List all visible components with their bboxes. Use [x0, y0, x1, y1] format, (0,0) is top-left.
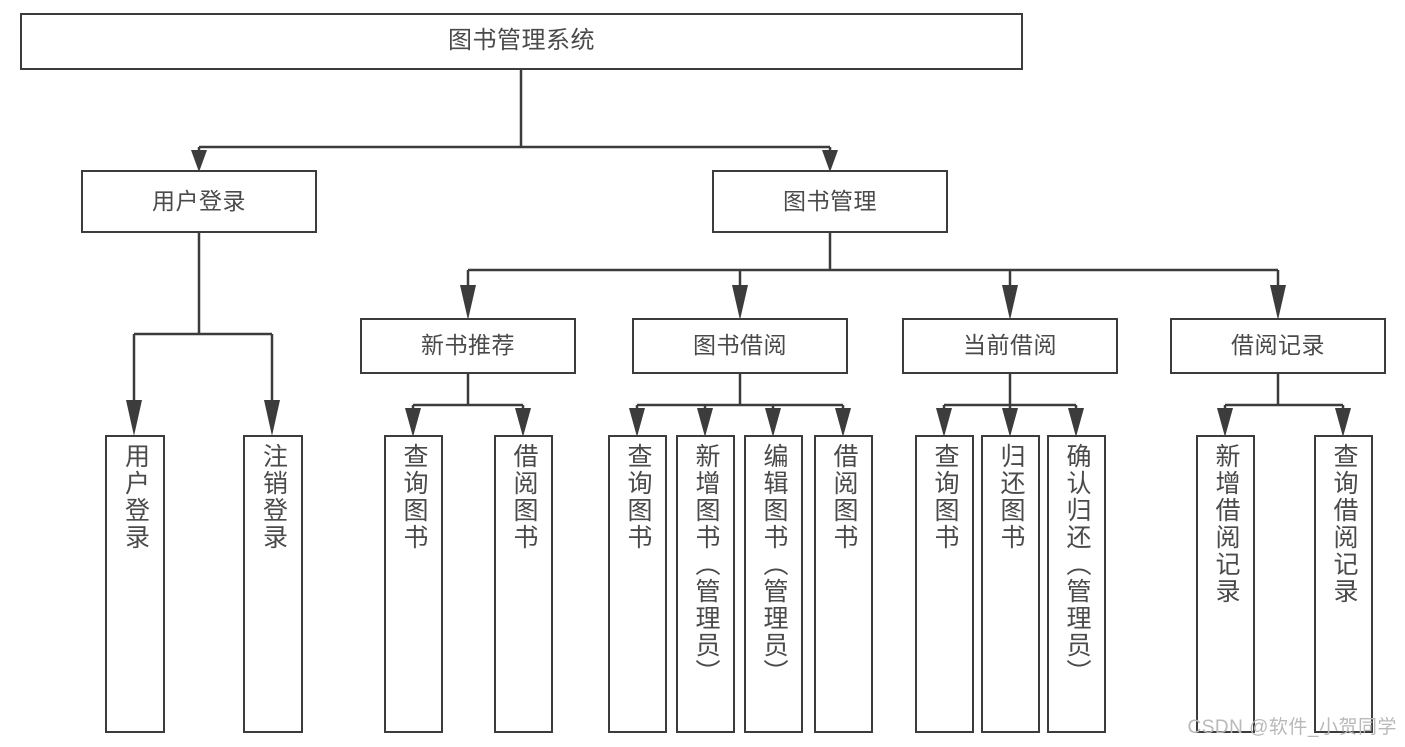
arrowhead-a2 [515, 408, 531, 437]
node-user-login[interactable]: 用户登录 [81, 170, 317, 233]
node-borrow-record-label: 借阅记录 [1231, 332, 1325, 359]
node-book-manage[interactable]: 图书管理 [712, 170, 948, 233]
node-new-book-recommend-label: 新书推荐 [421, 332, 515, 359]
leaf-user-login-label: 用户登录 [121, 443, 150, 551]
node-new-book-recommend[interactable]: 新书推荐 [360, 318, 576, 374]
leaf-query-record-label: 查询借阅记录 [1330, 443, 1358, 605]
arrowhead-userlogin [191, 150, 207, 172]
leaf-confirm-return[interactable]: 确认归还（管理员） [1047, 435, 1106, 733]
leaf-logout-login-label: 注销登录 [259, 443, 288, 551]
arrowhead-d1 [1217, 408, 1233, 437]
leaf-query-book-1-label: 查询图书 [400, 443, 428, 551]
arrowhead-grpB [732, 285, 748, 320]
arrowhead-leaf-2 [264, 400, 280, 436]
arrowhead-grpD [1270, 285, 1286, 320]
leaf-borrow-book-2[interactable]: 借阅图书 [814, 435, 873, 733]
leaf-add-record[interactable]: 新增借阅记录 [1196, 435, 1255, 733]
leaf-add-book[interactable]: 新增图书（管理员） [676, 435, 735, 733]
leaf-query-book-2[interactable]: 查询图书 [608, 435, 667, 733]
node-book-borrow[interactable]: 图书借阅 [632, 318, 848, 374]
leaf-query-book-3[interactable]: 查询图书 [915, 435, 974, 733]
arrowhead-c2 [1002, 408, 1018, 437]
arrowhead-grpA [460, 285, 476, 320]
node-root-label: 图书管理系统 [448, 27, 595, 55]
arrowhead-b4 [835, 408, 851, 437]
leaf-return-book[interactable]: 归还图书 [981, 435, 1040, 733]
leaf-borrow-book-1-label: 借阅图书 [510, 443, 538, 551]
node-root[interactable]: 图书管理系统 [20, 13, 1023, 70]
leaf-query-book-3-label: 查询图书 [931, 443, 959, 551]
node-current-borrow-label: 当前借阅 [963, 332, 1057, 359]
leaf-logout-login[interactable]: 注销登录 [243, 435, 303, 733]
leaf-edit-book[interactable]: 编辑图书（管理员） [744, 435, 803, 733]
node-book-borrow-label: 图书借阅 [693, 332, 787, 359]
arrowhead-leaf-1 [126, 400, 142, 436]
leaf-return-book-label: 归还图书 [997, 443, 1025, 551]
leaf-add-record-label: 新增借阅记录 [1212, 443, 1240, 605]
arrowhead-c1 [936, 408, 952, 437]
leaf-query-book-2-label: 查询图书 [624, 443, 652, 551]
leaf-query-book-1[interactable]: 查询图书 [384, 435, 443, 733]
leaf-add-book-label: 新增图书（管理员） [692, 443, 720, 686]
leaf-borrow-book-1[interactable]: 借阅图书 [494, 435, 553, 733]
arrowhead-a1 [405, 408, 421, 437]
arrowhead-b2 [697, 408, 713, 437]
arrowhead-b1 [629, 408, 645, 437]
node-borrow-record[interactable]: 借阅记录 [1170, 318, 1386, 374]
node-current-borrow[interactable]: 当前借阅 [902, 318, 1118, 374]
leaf-borrow-book-2-label: 借阅图书 [830, 443, 858, 551]
watermark-text: CSDN @软件_小贺同学 [1187, 717, 1397, 738]
arrowhead-d2 [1335, 408, 1351, 437]
arrowhead-bookmanage [822, 150, 838, 172]
arrowhead-c3 [1068, 408, 1084, 437]
arrowhead-b3 [765, 408, 781, 437]
node-user-login-label: 用户登录 [152, 187, 246, 214]
arrowhead-grpC [1002, 285, 1018, 320]
node-book-manage-label: 图书管理 [783, 187, 877, 214]
leaf-user-login[interactable]: 用户登录 [105, 435, 165, 733]
leaf-confirm-return-label: 确认归还（管理员） [1063, 443, 1091, 686]
leaf-query-record[interactable]: 查询借阅记录 [1314, 435, 1373, 733]
leaf-edit-book-label: 编辑图书（管理员） [760, 443, 788, 686]
